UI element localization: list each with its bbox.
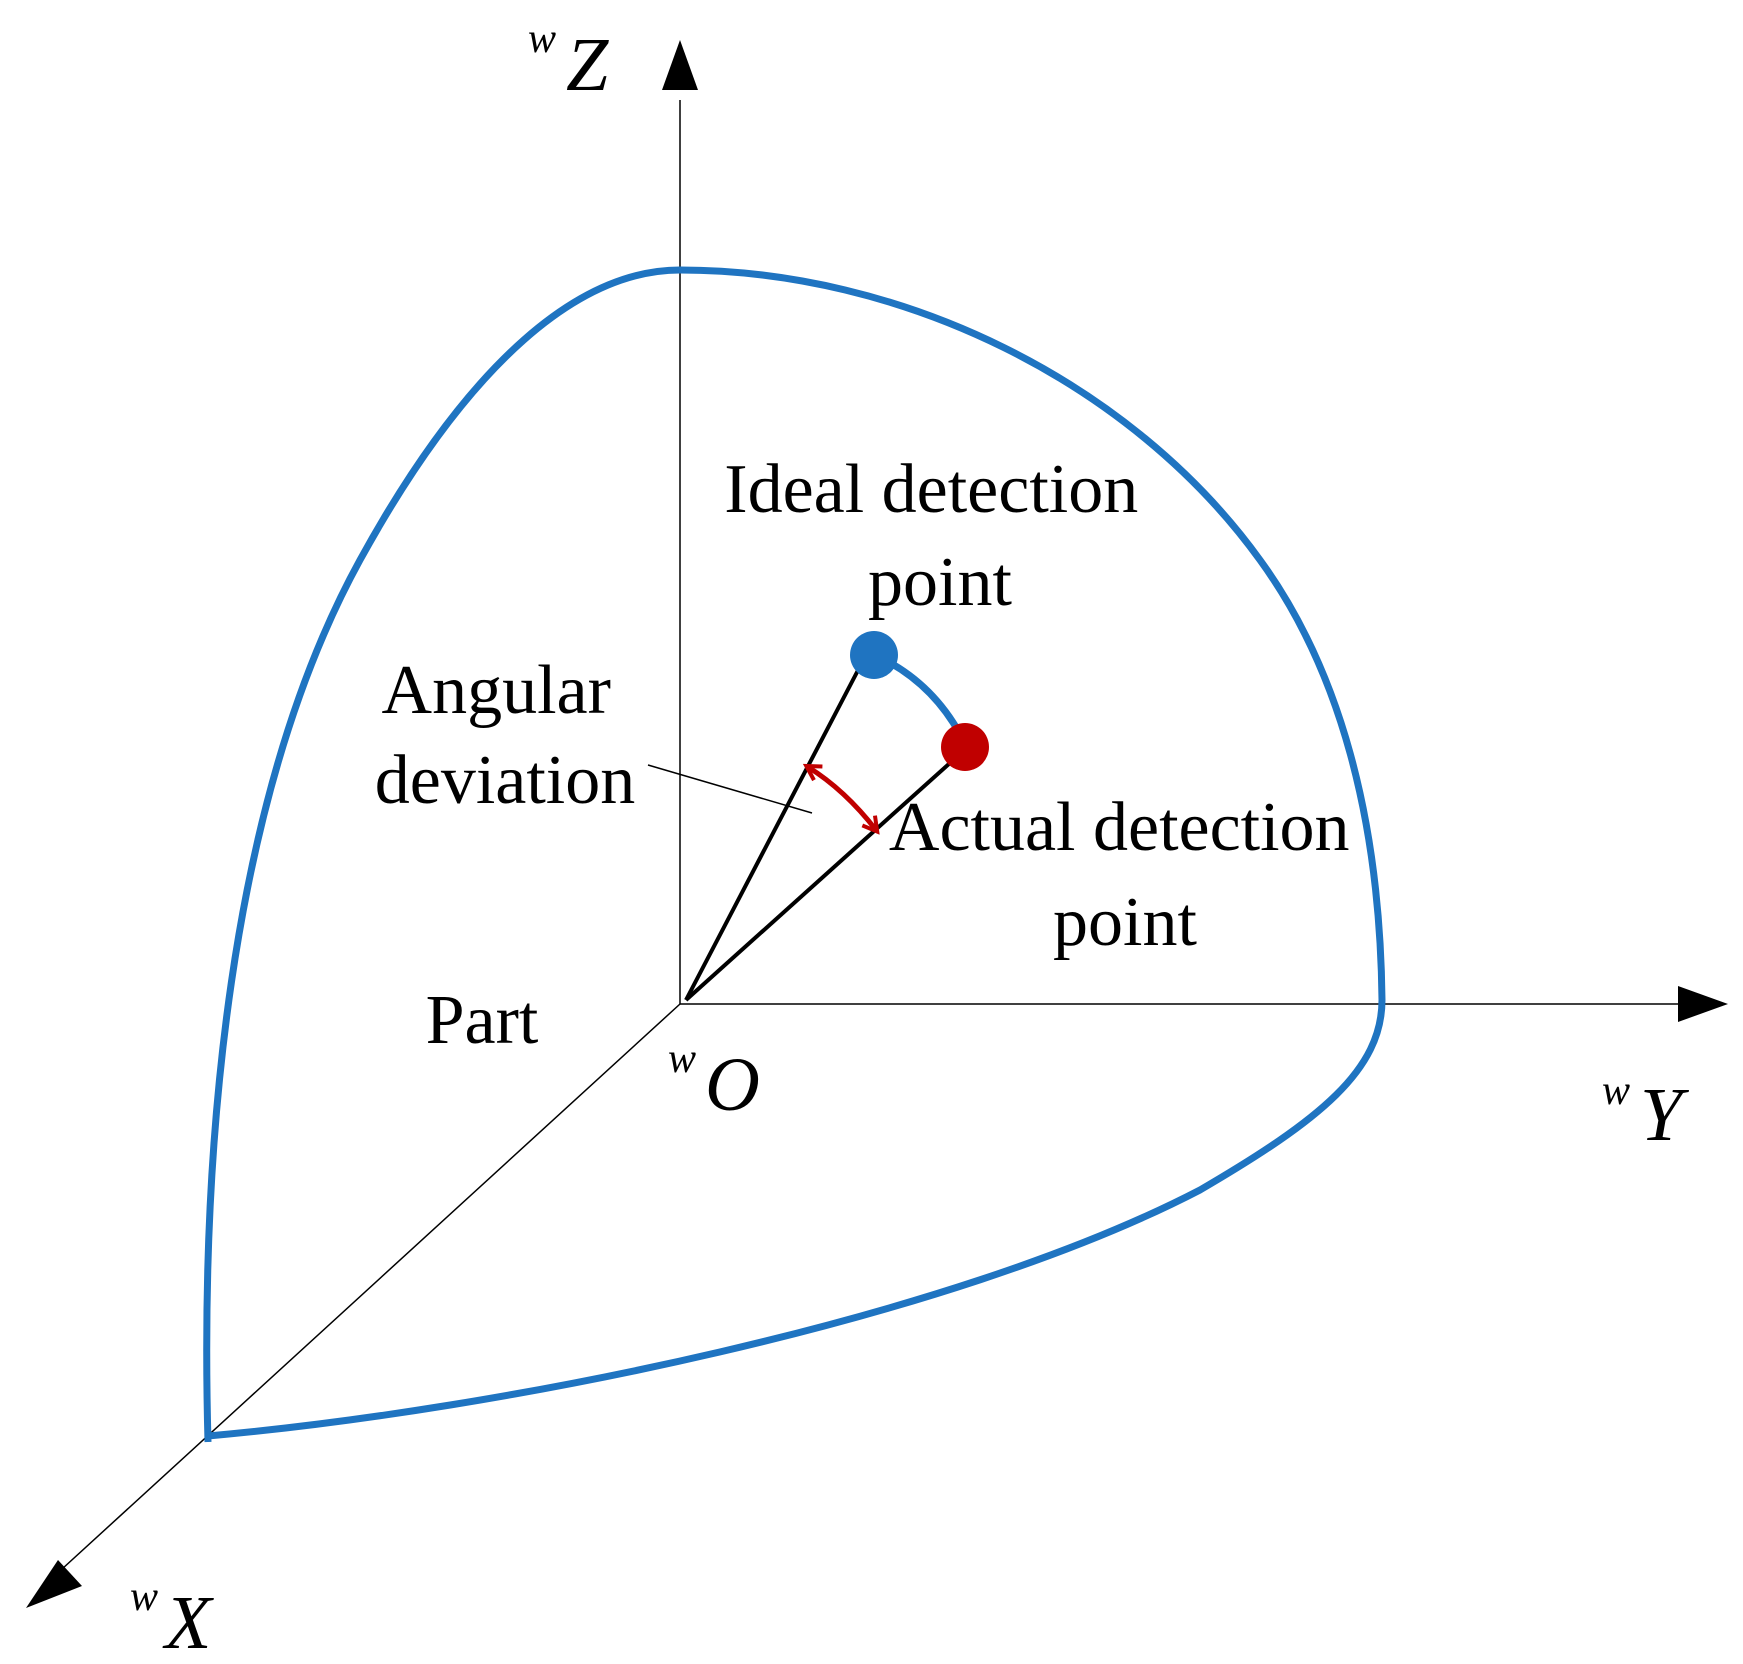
angular-deviation-arrow — [802, 763, 880, 835]
origin-label: w O — [668, 1036, 760, 1127]
actual-detection-point-label: Actual detection point — [889, 789, 1367, 961]
ideal-detection-point-label: Ideal detection point — [724, 451, 1155, 621]
part-label: Part — [426, 982, 539, 1059]
part-surface-outline — [203, 266, 1386, 1443]
x-axis-arrowhead — [26, 1560, 82, 1608]
x-axis-label: w X — [130, 1574, 214, 1664]
angular-deviation-leader — [647, 764, 813, 814]
ideal-point-vector — [684, 652, 869, 1001]
angular-deviation-label: Angular deviation — [375, 652, 635, 819]
ideal-detection-point — [850, 631, 898, 679]
z-axis-label: w Z — [528, 16, 609, 107]
actual-detection-point — [941, 723, 989, 771]
y-axis-arrowhead — [1678, 986, 1728, 1022]
z-axis-arrowhead — [662, 40, 698, 90]
x-axis — [49, 1003, 681, 1581]
y-axis-label: w Y — [1602, 1068, 1690, 1157]
actual-point-vector — [684, 752, 962, 1002]
